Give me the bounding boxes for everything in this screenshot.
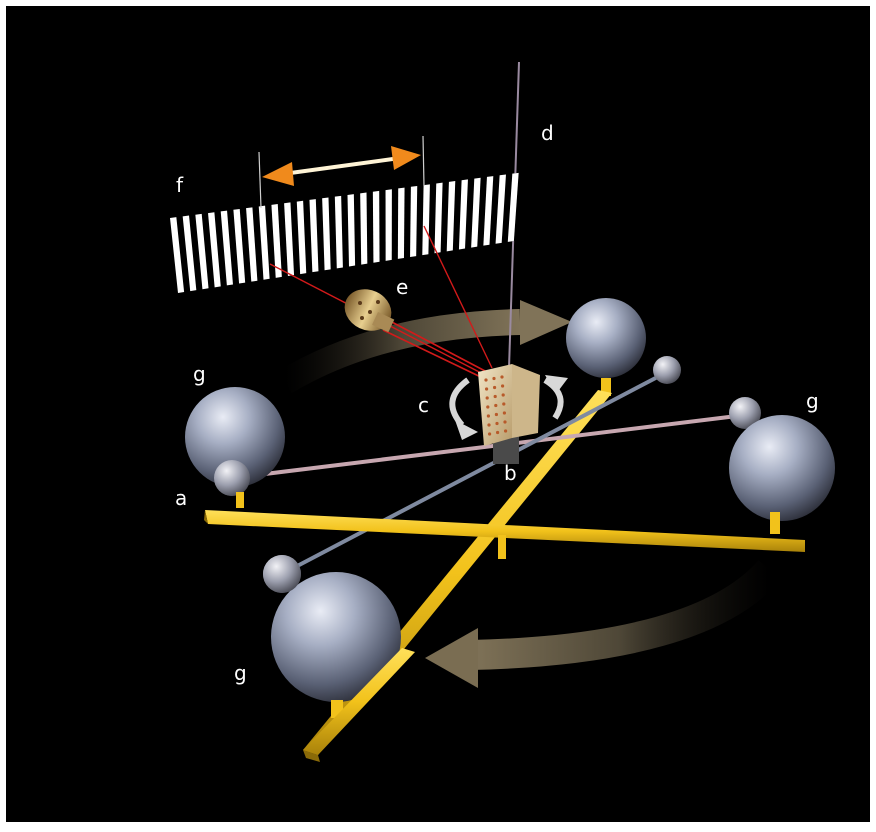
rotation-arrow-top xyxy=(278,300,572,394)
label-d: d xyxy=(541,121,554,145)
scale-stripe xyxy=(471,177,481,248)
mirror-dot xyxy=(502,402,506,406)
mirror-dot xyxy=(503,420,507,424)
scale-stripe xyxy=(397,187,405,259)
rotation-arrow-bottom xyxy=(425,559,782,688)
small-sphere-left-front xyxy=(214,460,250,496)
mirror-dot xyxy=(495,421,499,426)
mirror-dot xyxy=(496,430,500,435)
label-g-bottom: g xyxy=(234,661,247,685)
label-f: f xyxy=(176,173,184,197)
scale-stripe xyxy=(347,194,356,267)
scale-stripe xyxy=(208,212,221,288)
background xyxy=(6,6,870,822)
scale-stripe xyxy=(372,190,380,263)
mirror-dot xyxy=(486,405,490,409)
scale-stripe xyxy=(170,217,185,293)
scale-stripe xyxy=(258,205,270,280)
scale-stripe xyxy=(334,195,343,269)
large-sphere-left xyxy=(185,387,285,487)
tick-left xyxy=(258,151,262,209)
scale-stripe xyxy=(284,202,295,276)
mirror-dot xyxy=(488,432,492,436)
mirror-dot xyxy=(487,423,491,427)
support-beam-diagonal-front xyxy=(303,648,415,755)
mirror-dot xyxy=(504,429,508,433)
torsion-rod-horizontal xyxy=(231,413,746,480)
label-g-right: g xyxy=(806,389,819,413)
label-b: b xyxy=(504,461,517,485)
scale-stripe xyxy=(483,176,494,246)
scale-stripe xyxy=(410,185,418,258)
large-sphere-top xyxy=(566,298,646,396)
mirror-rotation-arrows xyxy=(449,375,568,440)
mirror-assembly xyxy=(478,364,540,464)
scale-stripe xyxy=(322,197,331,271)
label-g-top-left: g xyxy=(193,362,206,386)
tick-right xyxy=(422,135,425,187)
deflection-double-arrow xyxy=(262,146,421,186)
scale-stripe xyxy=(422,184,430,256)
support-beam-horizontal xyxy=(204,510,805,559)
large-sphere-right xyxy=(729,415,835,534)
scale-stripe xyxy=(507,172,519,242)
scale-stripe xyxy=(233,208,246,284)
hanger-left xyxy=(236,492,244,508)
mirror-dot xyxy=(484,378,488,382)
scale-stripe xyxy=(220,210,233,286)
mirror-dot xyxy=(486,414,490,418)
scale-stripe xyxy=(434,182,443,254)
scale xyxy=(170,172,525,293)
mirror-dot xyxy=(501,384,505,388)
small-sphere-right xyxy=(729,397,761,429)
scale-stripe xyxy=(271,204,282,278)
scale-stripe xyxy=(495,174,506,244)
mirror-dot xyxy=(494,412,498,417)
scale-stripe xyxy=(309,199,319,273)
label-e: e xyxy=(396,275,408,299)
small-sphere-front-top xyxy=(263,555,301,593)
mirror-dot xyxy=(493,385,497,390)
mirror-dot xyxy=(485,387,489,391)
mirror-dot xyxy=(492,376,496,381)
mirror-dot xyxy=(493,394,497,399)
scale-stripe xyxy=(296,200,307,275)
mirror-dot xyxy=(494,403,498,408)
scale-stripe xyxy=(446,181,456,252)
scale-stripe xyxy=(458,179,468,250)
mirror-dot xyxy=(500,375,504,379)
scale-stripe xyxy=(182,215,197,292)
scale-stripe xyxy=(246,207,258,282)
label-a: a xyxy=(175,486,187,510)
light-source-lamp xyxy=(344,289,395,333)
label-c: c xyxy=(418,393,429,417)
torsion-rod-diagonal xyxy=(281,370,668,576)
scale-stripe xyxy=(195,213,209,290)
mirror-dot xyxy=(485,396,489,400)
scale-stripe xyxy=(385,189,392,261)
mirror-dot xyxy=(501,393,505,397)
mirror-dot xyxy=(502,411,506,415)
scale-stripe xyxy=(360,192,368,265)
small-sphere-rear xyxy=(653,356,681,384)
